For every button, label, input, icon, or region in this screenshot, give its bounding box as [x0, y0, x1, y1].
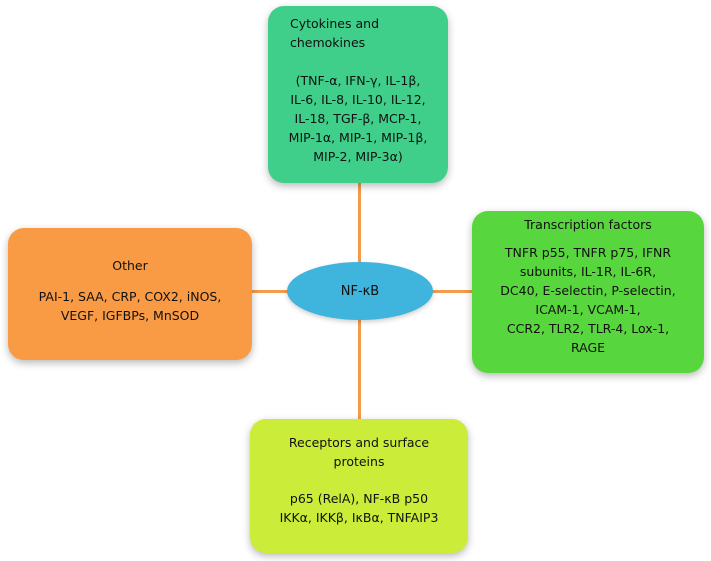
item-line: CCR2, TLR2, TLR-4, Lox-1,: [506, 321, 670, 336]
item-line: VEGF, IGFBPs, MnSOD: [60, 308, 200, 323]
item-line: IKKα, IKKβ, IκBα, TNFAIP3: [279, 510, 439, 525]
box-title: Other: [8, 256, 252, 275]
item-line: PAI-1, SAA, CRP, COX2, iNOS,: [38, 289, 222, 304]
item-line: IL-18, TGF-β, MCP-1,: [294, 111, 422, 126]
title-line: Receptors and surface: [288, 435, 430, 450]
receptors-surface-proteins-box: Receptors and surface proteins p65 (RelA…: [250, 419, 468, 553]
item-line: (TNF-α, IFN-γ, IL-1β,: [295, 73, 421, 88]
box-items: PAI-1, SAA, CRP, COX2, iNOS, VEGF, IGFBP…: [8, 287, 252, 325]
item-line: MIP-2, MIP-3α): [313, 149, 403, 164]
item-line: TNFR p55, TNFR p75, IFNR: [504, 245, 672, 260]
box-items: TNFR p55, TNFR p75, IFNR subunits, IL-1R…: [472, 243, 704, 357]
cytokines-chemokines-box: Cytokines and chemokines (TNF-α, IFN-γ, …: [268, 6, 448, 183]
center-label: NF-κB: [340, 283, 380, 299]
item-line: DC40, E-selectin, P-selectin,: [500, 283, 676, 298]
connector-top: [358, 183, 361, 263]
connector-left: [252, 290, 288, 293]
title-line: Transcription factors: [524, 217, 652, 232]
title-line: Other: [112, 258, 148, 273]
box-title: Cytokines and chemokines: [276, 14, 440, 52]
item-line: RAGE: [570, 340, 606, 355]
item-line: ICAM-1, VCAM-1,: [535, 302, 641, 317]
item-line: MIP-1α, MIP-1, MIP-1β,: [288, 130, 428, 145]
nfkb-center-node: NF-κB: [287, 262, 433, 320]
title-line: chemokines: [290, 35, 366, 50]
box-items: p65 (RelA), NF-κB p50 IKKα, IKKβ, IκBα, …: [250, 489, 468, 527]
connector-bottom: [358, 319, 361, 419]
other-box: Other PAI-1, SAA, CRP, COX2, iNOS, VEGF,…: [8, 228, 252, 360]
connector-right: [432, 290, 472, 293]
item-line: IL-6, IL-8, IL-10, IL-12,: [290, 92, 426, 107]
box-title: Receptors and surface proteins: [250, 433, 468, 471]
title-line: proteins: [333, 454, 385, 469]
title-line: Cytokines and: [290, 16, 380, 31]
box-items: (TNF-α, IFN-γ, IL-1β, IL-6, IL-8, IL-10,…: [276, 71, 440, 166]
box-title: Transcription factors: [472, 215, 704, 234]
item-line: subunits, IL-1R, IL-6R,: [519, 264, 657, 279]
transcription-factors-box: Transcription factors TNFR p55, TNFR p75…: [472, 211, 704, 373]
item-line: p65 (RelA), NF-κB p50: [289, 491, 429, 506]
